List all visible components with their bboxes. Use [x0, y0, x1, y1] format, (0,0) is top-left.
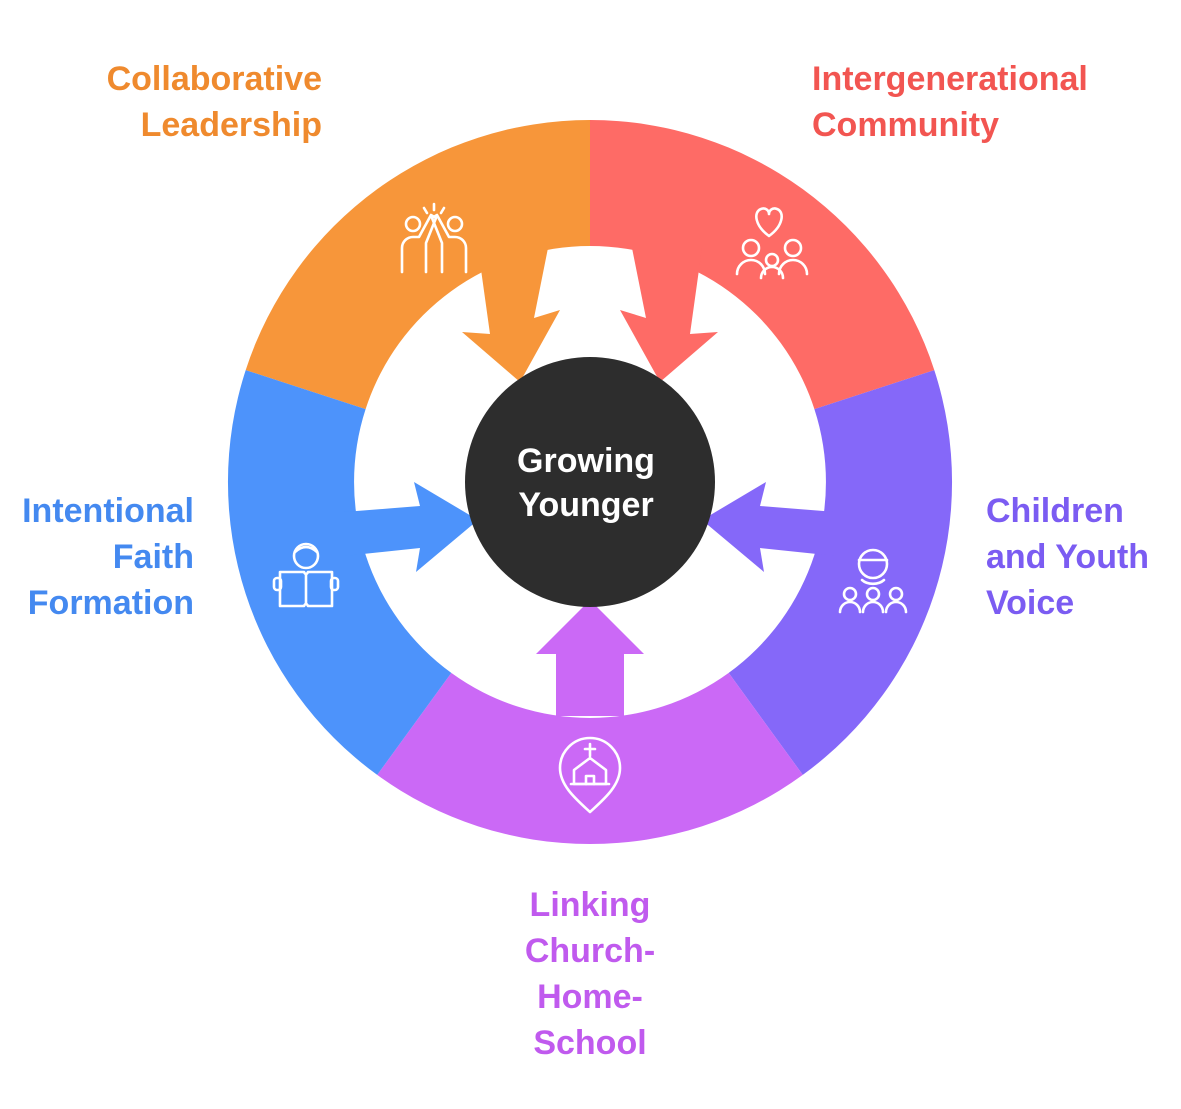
label-intergenerational-community: Intergenerational Community: [812, 56, 1152, 148]
label-line: Linking: [529, 886, 651, 924]
label-line: and Youth: [986, 538, 1150, 576]
segment-collaborative: [245, 120, 590, 410]
family-heart-icon: [735, 207, 809, 280]
arrow-linking: [536, 600, 644, 716]
label-collaborative-leadership: Collaborative Leadership: [60, 56, 322, 148]
label-intentional-faith-formation: Intentional Faith Formation: [8, 488, 194, 626]
label-line: Faith: [112, 538, 194, 576]
label-line: Voice: [986, 584, 1075, 622]
label-children-youth-voice: Children and Youth Voice: [986, 488, 1176, 626]
center-title-line2: Younger: [518, 486, 653, 524]
segment-intentional: [227, 370, 452, 775]
arrow-children: [702, 482, 836, 572]
label-line: Home-: [537, 978, 643, 1016]
arrow-collaborative: [462, 248, 560, 382]
reading-person-icon: [272, 542, 340, 608]
label-line: Children: [986, 492, 1124, 530]
label-line: Church-: [524, 932, 656, 970]
high-five-icon: [400, 202, 468, 274]
label-line: Intergenerational: [812, 60, 1088, 98]
label-line: Intentional: [22, 492, 194, 530]
center-circle: [465, 357, 715, 607]
arrow-intentional: [344, 482, 478, 572]
label-line: School: [533, 1024, 647, 1062]
youth-group-icon: [838, 548, 908, 614]
label-line: Formation: [27, 584, 194, 622]
church-pin-icon: [558, 736, 622, 814]
label-line: Leadership: [140, 106, 322, 144]
segment-children: [728, 370, 953, 775]
arrow-intergenerational: [620, 248, 718, 382]
label-line: Community: [812, 106, 999, 144]
label-line: Collaborative: [106, 60, 322, 98]
center-title-line1: Growing: [517, 442, 655, 480]
label-linking-church-home-school: Linking Church- Home- School: [470, 882, 710, 1066]
